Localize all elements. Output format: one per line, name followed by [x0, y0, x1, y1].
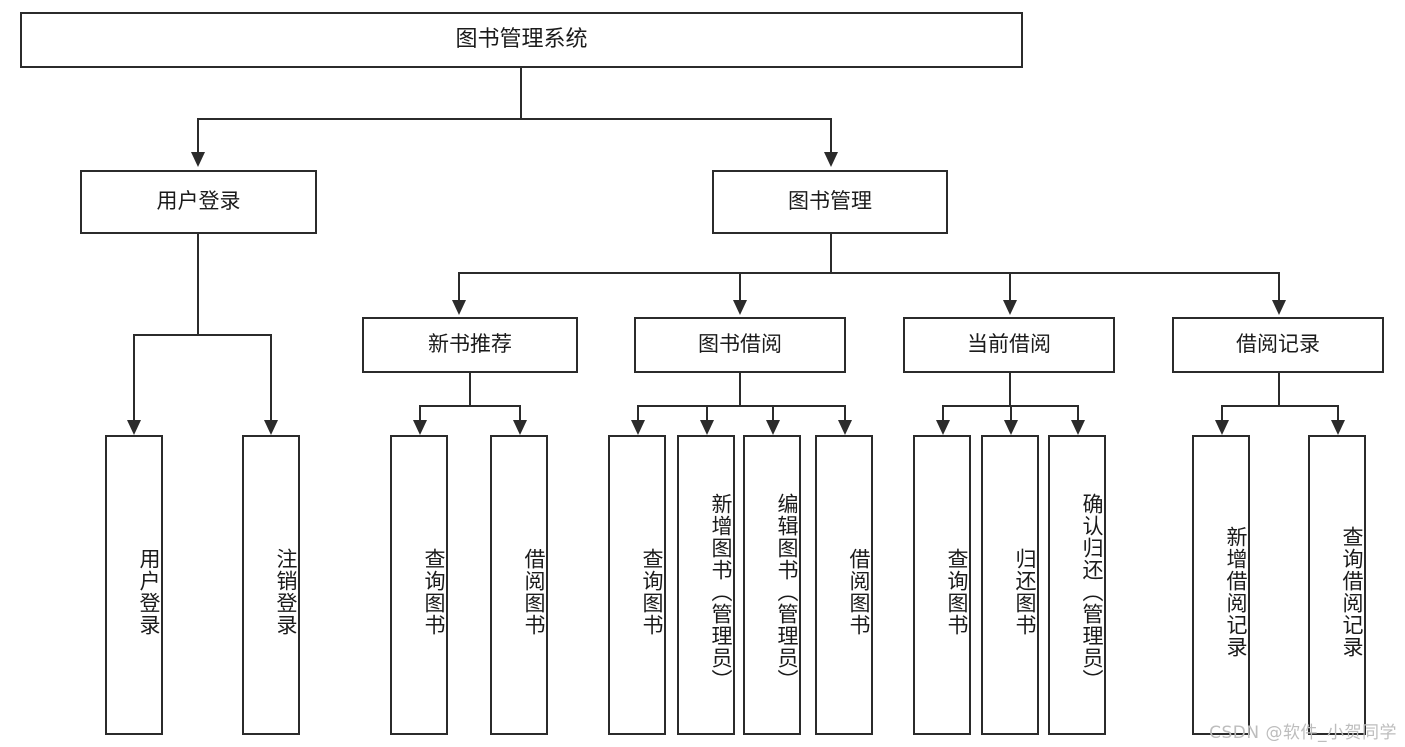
node-leaf-user-logout-label: 注销登录	[274, 548, 298, 636]
node-new-book-recommend[interactable]: 新书推荐	[362, 317, 578, 373]
node-current-borrow[interactable]: 当前借阅	[903, 317, 1115, 373]
arrow-leaf-query-book-3	[936, 420, 950, 435]
connector-bb-stem	[739, 373, 741, 407]
node-book-borrow-label: 图书借阅	[698, 332, 782, 357]
connector-br-bus	[1221, 405, 1339, 407]
node-leaf-confirm-return-label: 确认归还（管理员）	[1080, 493, 1104, 691]
arrow-leaf-confirm-return	[1071, 420, 1085, 435]
connector-root-stem	[520, 68, 522, 118]
node-leaf-borrow-book-1[interactable]: 借阅图书	[490, 435, 548, 735]
node-leaf-add-book[interactable]: 新增图书（管理员）	[677, 435, 735, 735]
arrow-leaf-edit-book	[766, 420, 780, 435]
node-leaf-return-book[interactable]: 归还图书	[981, 435, 1039, 735]
arrow-leaf-borrow-book-2	[838, 420, 852, 435]
connector-cb-leaf1	[942, 405, 944, 420]
connector-bm-to-current-borrow	[1009, 272, 1011, 300]
node-borrow-record-label: 借阅记录	[1236, 332, 1320, 357]
arrow-leaf-query-book-2	[631, 420, 645, 435]
node-leaf-query-record-label: 查询借阅记录	[1340, 526, 1364, 658]
node-leaf-borrow-book-2-label: 借阅图书	[847, 548, 871, 636]
arrow-current-borrow	[1003, 300, 1017, 315]
connector-nbr-leaf1	[419, 405, 421, 420]
arrow-leaf-query-book-1	[413, 420, 427, 435]
arrow-to-book-manage	[824, 152, 838, 167]
connector-br-leaf1	[1221, 405, 1223, 420]
node-leaf-add-record[interactable]: 新增借阅记录	[1192, 435, 1250, 735]
node-root[interactable]: 图书管理系统	[20, 12, 1023, 68]
connector-bb-leaf2	[706, 405, 708, 420]
node-root-label: 图书管理系统	[455, 26, 588, 52]
node-leaf-query-book-1[interactable]: 查询图书	[390, 435, 448, 735]
connector-br-leaf2	[1337, 405, 1339, 420]
node-leaf-return-book-label: 归还图书	[1013, 548, 1037, 636]
node-leaf-user-login[interactable]: 用户登录	[105, 435, 163, 735]
node-user-login[interactable]: 用户登录	[80, 170, 317, 234]
connector-bb-leaf1	[637, 405, 639, 420]
node-leaf-query-book-3-label: 查询图书	[945, 548, 969, 636]
connector-bb-bus	[637, 405, 846, 407]
connector-root-to-book-manage	[830, 118, 832, 152]
arrow-new-book-recommend	[452, 300, 466, 315]
connector-nbr-stem	[469, 373, 471, 407]
node-book-manage-label: 图书管理	[788, 189, 872, 214]
node-leaf-query-record[interactable]: 查询借阅记录	[1308, 435, 1366, 735]
connector-user-login-leaf1	[133, 334, 135, 420]
node-book-borrow[interactable]: 图书借阅	[634, 317, 846, 373]
node-borrow-record[interactable]: 借阅记录	[1172, 317, 1384, 373]
connector-user-login-bus	[133, 334, 271, 336]
arrow-leaf-return-book	[1004, 420, 1018, 435]
arrow-book-borrow	[733, 300, 747, 315]
connector-user-login-leaf2	[270, 334, 272, 420]
node-leaf-user-logout[interactable]: 注销登录	[242, 435, 300, 735]
node-leaf-query-book-2-label: 查询图书	[640, 548, 664, 636]
arrow-leaf-user-logout	[264, 420, 278, 435]
node-new-book-recommend-label: 新书推荐	[428, 332, 512, 357]
node-leaf-add-book-label: 新增图书（管理员）	[709, 493, 733, 691]
node-leaf-user-login-label: 用户登录	[137, 548, 161, 636]
node-leaf-query-book-3[interactable]: 查询图书	[913, 435, 971, 735]
connector-bb-leaf3	[772, 405, 774, 420]
connector-root-to-user-login	[197, 118, 199, 152]
arrow-leaf-add-record	[1215, 420, 1229, 435]
connector-br-stem	[1278, 373, 1280, 407]
node-book-manage[interactable]: 图书管理	[712, 170, 948, 234]
node-leaf-add-record-label: 新增借阅记录	[1224, 526, 1248, 658]
node-leaf-query-book-1-label: 查询图书	[422, 548, 446, 636]
connector-book-manage-stem	[830, 234, 832, 273]
arrow-leaf-user-login	[127, 420, 141, 435]
arrow-to-user-login	[191, 152, 205, 167]
connector-nbr-leaf2	[519, 405, 521, 420]
connector-cb-leaf2	[1010, 405, 1012, 420]
node-leaf-query-book-2[interactable]: 查询图书	[608, 435, 666, 735]
connector-nbr-bus	[419, 405, 521, 407]
node-leaf-confirm-return[interactable]: 确认归还（管理员）	[1048, 435, 1106, 735]
connector-bm-to-book-borrow	[739, 272, 741, 300]
connector-bm-to-borrow-record	[1278, 272, 1280, 300]
connector-cb-leaf3	[1077, 405, 1079, 420]
arrow-leaf-query-record	[1331, 420, 1345, 435]
connector-bb-leaf4	[844, 405, 846, 420]
node-user-login-label: 用户登录	[156, 189, 241, 214]
node-leaf-borrow-book-2[interactable]: 借阅图书	[815, 435, 873, 735]
arrow-leaf-add-book	[700, 420, 714, 435]
node-current-borrow-label: 当前借阅	[967, 332, 1051, 357]
connector-book-manage-bus	[458, 272, 1280, 274]
arrow-leaf-borrow-book-1	[513, 420, 527, 435]
connector-cb-stem	[1009, 373, 1011, 407]
node-leaf-edit-book-label: 编辑图书（管理员）	[775, 493, 799, 691]
node-leaf-edit-book[interactable]: 编辑图书（管理员）	[743, 435, 801, 735]
arrow-borrow-record	[1272, 300, 1286, 315]
connector-root-bus	[197, 118, 831, 120]
node-leaf-borrow-book-1-label: 借阅图书	[522, 548, 546, 636]
connector-user-login-stem	[197, 234, 199, 335]
connector-bm-to-new-book	[458, 272, 460, 300]
